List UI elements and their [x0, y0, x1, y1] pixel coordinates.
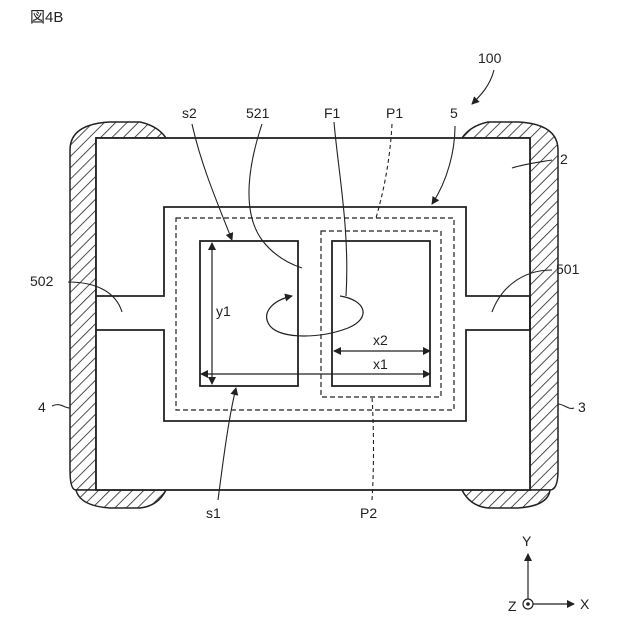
- label-3: 3: [578, 399, 586, 415]
- label-s2: s2: [182, 105, 197, 121]
- opening-s1-left: [200, 241, 298, 386]
- label-s1: s1: [206, 505, 221, 521]
- leader-100: [472, 70, 494, 104]
- axis-x-label: X: [580, 596, 590, 612]
- axis-z-label: Z: [508, 598, 517, 614]
- label-f1: F1: [324, 105, 341, 121]
- label-4: 4: [38, 399, 46, 415]
- leader-4: [52, 405, 70, 408]
- label-p2: P2: [360, 505, 377, 521]
- body-2: [96, 138, 530, 490]
- dim-x1-label: x1: [373, 356, 388, 372]
- label-p1: P1: [386, 105, 403, 121]
- label-501: 501: [556, 261, 580, 277]
- electrode-left-bottom: [76, 490, 166, 508]
- label-2: 2: [560, 151, 568, 167]
- dim-x2-label: x2: [373, 332, 388, 348]
- label-100: 100: [478, 50, 502, 66]
- label-5: 5: [450, 105, 458, 121]
- electrode-right-bottom: [462, 490, 550, 508]
- label-502: 502: [30, 273, 54, 289]
- axis-y-label: Y: [522, 533, 532, 549]
- figure-title: 図4B: [30, 9, 63, 26]
- leader-3: [558, 404, 574, 408]
- coordinate-axes: Y X Z: [508, 533, 590, 614]
- label-521: 521: [246, 105, 270, 121]
- dim-y1-label: y1: [216, 303, 231, 319]
